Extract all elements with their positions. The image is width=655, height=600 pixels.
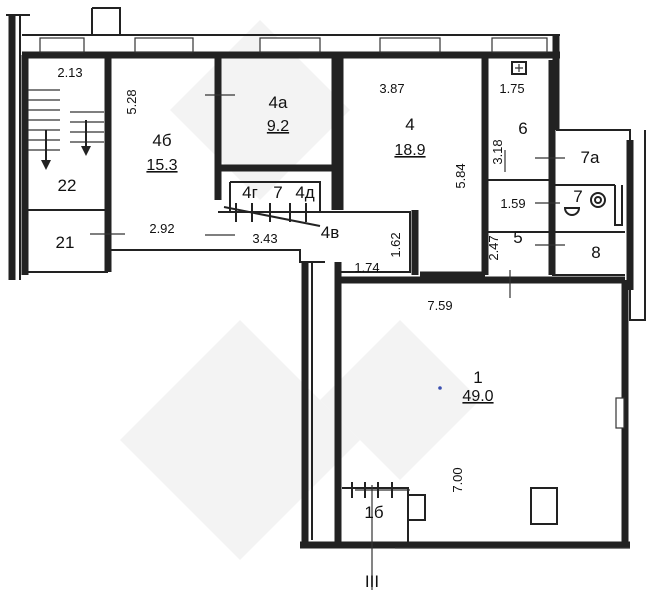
dimension: 1.74	[354, 260, 379, 275]
windows	[39, 37, 625, 429]
room-area: 49.0	[462, 388, 493, 405]
dimension: 3.18	[490, 139, 505, 164]
room-number: 4б	[152, 131, 171, 150]
room-number: 6	[518, 119, 527, 138]
watermark	[120, 20, 480, 560]
room-number: 1б	[364, 503, 383, 522]
dimension: 1.75	[499, 81, 524, 96]
dimension: 2.92	[149, 221, 174, 236]
dimension: 7.59	[427, 298, 452, 313]
room-number: 4д	[295, 183, 314, 202]
dimension: 5.84	[453, 163, 468, 188]
stair-arrow-icon	[81, 146, 91, 156]
room-area: 15.3	[146, 157, 177, 174]
dimension: 5.28	[124, 89, 139, 114]
dimension: 2.47	[486, 235, 501, 260]
room-number: 4а	[269, 93, 288, 112]
dimension: 1.59	[500, 196, 525, 211]
room-labels: 22 21 4б 15.3 4а 9.2 4 18.9 6 7а 7 5 8 4…	[56, 93, 601, 522]
room-number: 8	[591, 243, 600, 262]
walls	[6, 7, 646, 549]
section-mark: III	[365, 572, 379, 591]
electric-panel-icon	[511, 61, 527, 75]
dimension: 1.62	[388, 232, 403, 257]
room-area: 9.2	[267, 118, 289, 135]
room-number: 7а	[581, 148, 600, 167]
room-number: 21	[56, 233, 75, 252]
room-number: 7	[573, 187, 582, 206]
room-number: 5	[513, 228, 522, 247]
dimension: 7.00	[450, 467, 465, 492]
dimension: 2.13	[57, 65, 82, 80]
toilet-icon	[590, 192, 606, 208]
stair-arrow-icon	[41, 160, 51, 170]
room-number: 7	[273, 183, 282, 202]
room-number: 4	[405, 115, 414, 134]
dimension: 3.87	[379, 81, 404, 96]
sink-icon	[563, 207, 581, 216]
room-number: 4г	[242, 183, 258, 202]
dimension-labels: 2.13 5.28 2.92 3.87 5.84 1.75 3.18 1.59 …	[57, 65, 525, 591]
room-number: 22	[58, 176, 77, 195]
marker-dot	[438, 386, 442, 390]
dimension: 3.43	[252, 231, 277, 246]
room-number: 1	[473, 368, 482, 387]
room-area: 18.9	[394, 142, 425, 159]
stair-lines	[28, 89, 104, 170]
ticks	[90, 94, 565, 590]
room-number: 4в	[321, 223, 340, 242]
